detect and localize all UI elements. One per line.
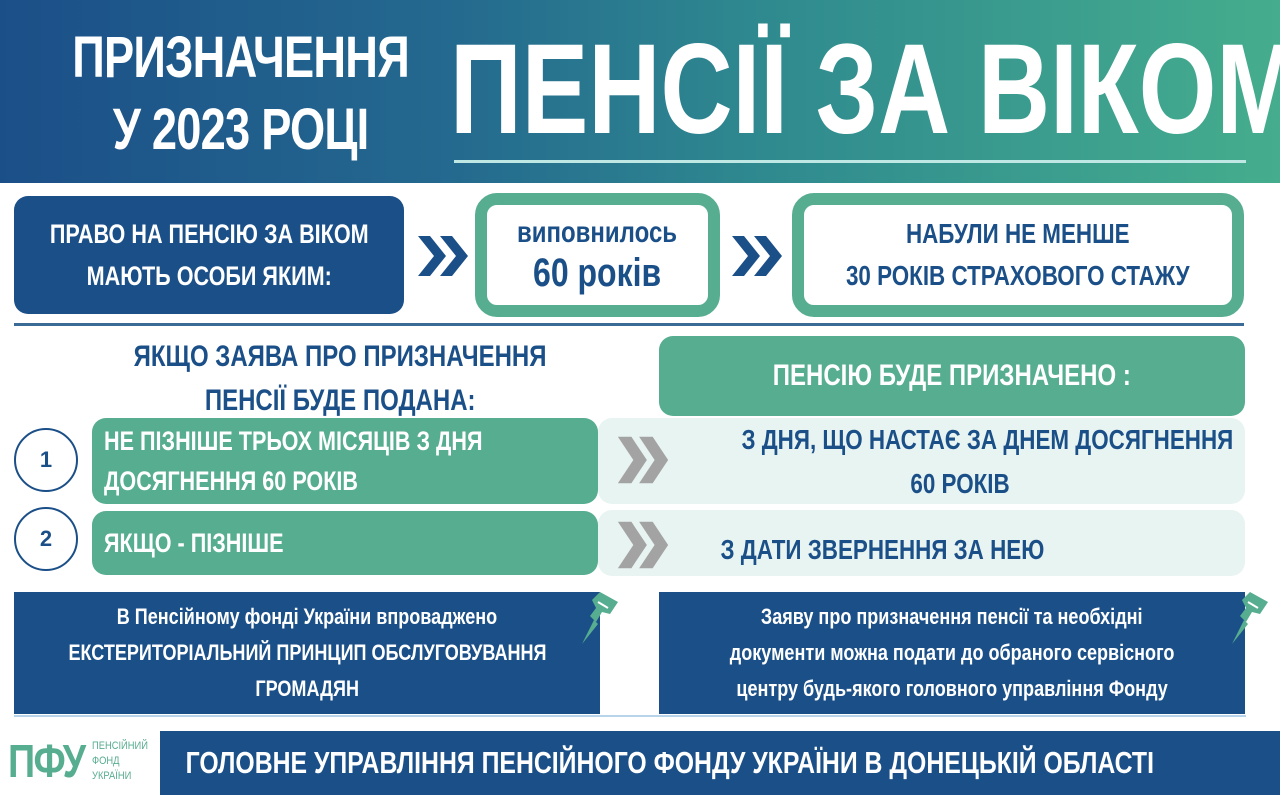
pushpin-icon [1228, 588, 1274, 648]
info-box-service-center: Заяву про призначення пенсії та необхідн… [659, 592, 1245, 714]
double-chevron-right-icon [614, 430, 672, 490]
subtitle-line1: ПРИЗНАЧЕННЯ [72, 25, 409, 90]
condition-box-1: НЕ ПІЗНІШЕ ТРЬОХ МІСЯЦІВ З ДНЯ ДОСЯГНЕНН… [92, 418, 598, 504]
age-requirement-box: виповнилось 60 років [475, 193, 720, 317]
footer-separator [14, 715, 1246, 717]
result-row-2-bg [598, 510, 1245, 576]
insurance-experience-box: НАБУЛИ НЕ МЕНШЕ 30 РОКІВ СТРАХОВОГО СТАЖ… [792, 193, 1244, 317]
footer-organization-bar: ГОЛОВНЕ УПРАВЛІННЯ ПЕНСІЙНОГО ФОНДУ УКРА… [160, 731, 1280, 795]
logo-mark: ПФУ [8, 735, 86, 787]
stazh-line2: 30 РОКІВ СТРАХОВОГО СТАЖУ [846, 260, 1190, 291]
result-text-2: З ДАТИ ЗВЕРНЕННЯ ЗА НЕЮ [720, 534, 1045, 565]
section-divider [14, 323, 1244, 326]
header-subtitle: ПРИЗНАЧЕННЯ У 2023 РОЦІ [30, 22, 451, 166]
eligibility-intro-line1: ПРАВО НА ПЕНСІЮ ЗА ВІКОМ [49, 219, 369, 249]
double-chevron-right-icon [412, 226, 472, 286]
pfu-logo: ПФУ ПЕНСІЙНИЙ ФОНД УКРАЇНИ [8, 734, 158, 788]
step-number-2: 2 [14, 507, 78, 571]
age-label: виповнилось [517, 216, 678, 249]
title-underline [454, 160, 1246, 163]
eligibility-intro-box: ПРАВО НА ПЕНСІЮ ЗА ВІКОМ МАЮТЬ ОСОБИ ЯКИ… [14, 196, 404, 314]
result-row-1-bg [598, 418, 1245, 504]
info-box-extraterritorial: В Пенсійному фонді України впроваджено Е… [14, 592, 600, 714]
header-banner: ПРИЗНАЧЕННЯ У 2023 РОЦІ ПЕНСІЇ ЗА ВІКОМ [0, 0, 1280, 183]
page-title: ПЕНСІЇ ЗА ВІКОМ [450, 18, 1280, 161]
application-heading: ЯКЩО ЗАЯВА ПРО ПРИЗНАЧЕННЯ ПЕНСІЇ БУДЕ П… [133, 340, 547, 417]
double-chevron-right-icon [726, 226, 786, 286]
age-value: 60 років [533, 251, 662, 295]
stazh-line1: НАБУЛИ НЕ МЕНШЕ [906, 218, 1130, 249]
subtitle-line2: У 2023 РОЦІ [112, 97, 370, 162]
result-heading-box: ПЕНСІЮ БУДЕ ПРИЗНАЧЕНО : [659, 336, 1245, 416]
double-chevron-right-icon [614, 515, 672, 575]
eligibility-intro-line2: МАЮТЬ ОСОБИ ЯКИМ: [86, 261, 332, 291]
result-text-1: З ДНЯ, ЩО НАСТАЄ ЗА ДНЕМ ДОСЯГНЕННЯ 60 Р… [741, 424, 1234, 499]
organization-name: ГОЛОВНЕ УПРАВЛІННЯ ПЕНСІЙНОГО ФОНДУ УКРА… [185, 745, 1154, 780]
pushpin-icon [578, 588, 624, 648]
step-number-1: 1 [14, 428, 78, 492]
condition-box-2: ЯКЩО - ПІЗНІШЕ [92, 511, 598, 575]
logo-text: ПЕНСІЙНИЙ ФОНД УКРАЇНИ [92, 740, 148, 782]
